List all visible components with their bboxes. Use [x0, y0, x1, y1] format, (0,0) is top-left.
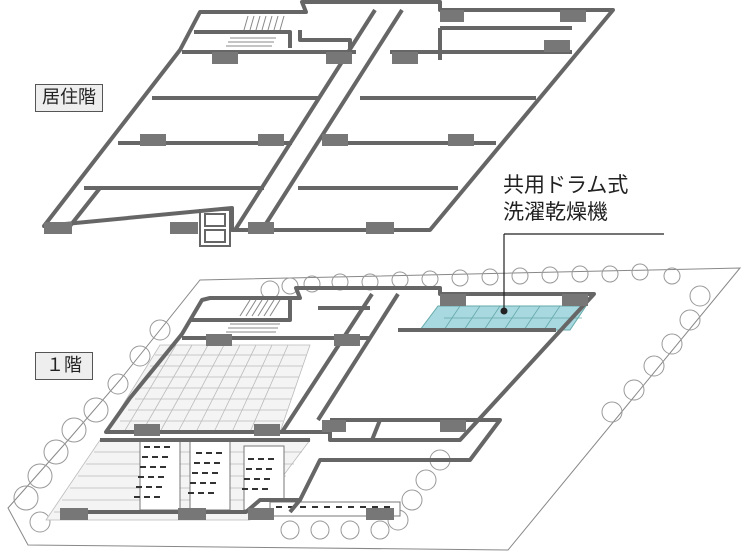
site-boundary [7, 267, 742, 551]
first-floor-columns [60, 294, 588, 520]
first-floor-stairs [226, 299, 281, 333]
balcony-line [68, 186, 102, 228]
residential-elevator [199, 209, 231, 247]
callout-marker-dot [500, 307, 508, 315]
interior-wall [370, 419, 382, 441]
corridor-wall-left [280, 292, 374, 434]
bicycle-racks [134, 439, 401, 517]
corridor-wall-right [316, 292, 400, 422]
laundry-callout: 共用ドラム式 洗濯乾燥機 [503, 172, 628, 226]
residential-stairs [226, 15, 285, 47]
callout-line-2: 洗濯乾燥機 [503, 200, 608, 224]
residential-outline [42, 0, 615, 232]
corridor-wall-right [260, 8, 404, 232]
stair-wall [194, 30, 292, 48]
stair-wall [190, 298, 292, 322]
laundry-machines [443, 305, 582, 331]
first-floor-outline [104, 286, 596, 442]
first-floor-label: １階 [35, 352, 93, 380]
callout-line-1: 共用ドラム式 [503, 173, 629, 197]
residential-floor-label: 居住階 [35, 84, 103, 112]
stair-wall [298, 30, 352, 52]
residential-columns [44, 10, 586, 234]
corridor-wall-left [233, 8, 377, 232]
